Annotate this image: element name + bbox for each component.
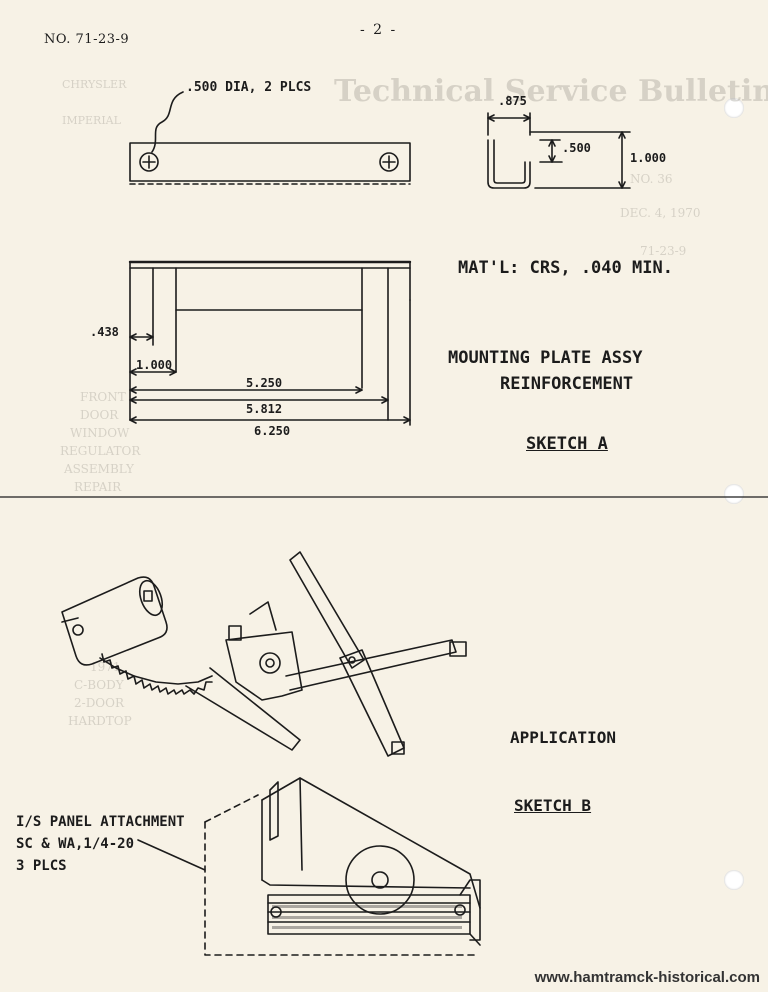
dimension-438: .438 — [90, 325, 119, 339]
dimension-1000-right: 1.000 — [630, 151, 667, 165]
bleed-through-date: DEC. 4, 1970 — [620, 206, 701, 220]
page-number: - 2 - — [360, 22, 398, 38]
binder-hole-top — [724, 98, 744, 118]
sketch-a-title-line1: MOUNTING PLATE ASSY — [448, 348, 643, 368]
plate-top-view — [129, 91, 411, 185]
bleed-through-side-label: IMPERIAL — [62, 114, 121, 127]
panel-attachment-drawing — [204, 777, 481, 956]
bleed-through-side-word: WINDOW — [70, 426, 130, 440]
sketch-a-title-line2: REINFORCEMENT — [500, 374, 634, 394]
bleed-through-no: NO. 36 — [630, 172, 673, 186]
bleed-through-side-label: CHRYSLER — [62, 78, 127, 91]
plate-side-profile — [487, 112, 631, 189]
bleed-through-side-word: REPAIR — [74, 480, 122, 494]
application-label: APPLICATION — [510, 728, 616, 747]
dimension-6250: 6.250 — [254, 424, 291, 438]
binder-hole-bottom — [724, 870, 744, 890]
website-watermark: www.hamtramck-historical.com — [534, 969, 760, 986]
dimension-500: .500 — [562, 141, 591, 155]
bleed-through-side-word: DOOR — [80, 408, 119, 422]
bleed-through-side-word: REGULATOR — [60, 444, 141, 458]
bleed-through-side-word: FRONT — [80, 390, 126, 404]
panel-note-line2: SC & WA,1/4-20 — [16, 836, 135, 852]
material-spec: MAT'L: CRS, .040 MIN. — [458, 258, 673, 278]
bleed-through-side-word: HARDTOP — [68, 714, 132, 728]
plate-front-view — [128, 260, 412, 426]
dimension-5250: 5.250 — [246, 376, 283, 390]
binder-hole-middle — [724, 484, 744, 504]
dimension-5812: 5.812 — [246, 402, 283, 416]
panel-note-line1: I/S PANEL ATTACHMENT — [16, 814, 185, 830]
dimension-875: .875 — [498, 94, 527, 108]
bleed-through-side-word: C-BODY — [74, 678, 124, 692]
sketch-b-label: SKETCH B — [514, 796, 592, 815]
regulator-drawing — [61, 551, 467, 757]
bleed-through-title: Technical Service Bulletin — [334, 74, 768, 109]
bleed-through-ref: 71-23-9 — [640, 244, 687, 258]
bleed-through-side-word: 1971 — [90, 660, 121, 674]
bleed-through-side-word: ASSEMBLY — [64, 462, 134, 476]
holes-callout: .500 DIA, 2 PLCS — [186, 80, 312, 95]
bulletin-number: NO. 71-23-9 — [44, 32, 130, 47]
bleed-through-side-word: 2-DOOR — [74, 696, 125, 710]
dimension-1000: 1.000 — [136, 358, 173, 372]
panel-note-line3: 3 PLCS — [16, 858, 67, 874]
sketch-a-label: SKETCH A — [526, 434, 608, 454]
